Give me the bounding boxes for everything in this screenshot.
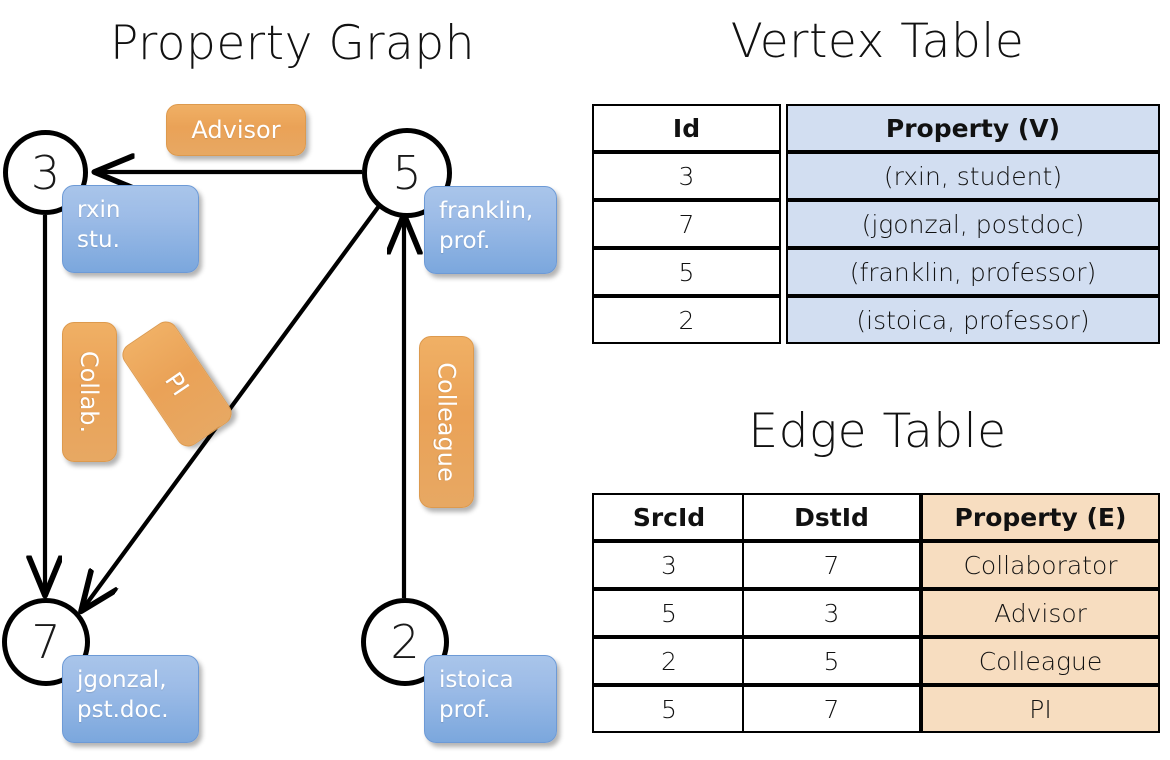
- vertex-property-box-3: rxin stu.: [62, 185, 199, 273]
- vertex-row-1-property: (jgonzal, postdoc): [786, 200, 1160, 248]
- vertex-property-box-7: jgonzal, pst.doc.: [62, 655, 199, 743]
- property-graph-diagram: 3 5 7 2 rxin stu. franklin, prof. jgonza…: [2, 104, 557, 743]
- vertex-table-header-property: Property (V): [786, 104, 1160, 152]
- edge-table-srcid-column: SrcId 3 5 2 5: [592, 493, 746, 733]
- edge-table-dstid-column: DstId 7 3 5 7: [742, 493, 921, 733]
- table-row: Property (V): [786, 104, 1160, 152]
- table-row: DstId: [742, 493, 921, 541]
- table-row: Id: [592, 104, 781, 152]
- edge-table-header-property: Property (E): [921, 493, 1160, 541]
- vertex-table-property-column: Property (V) (rxin, student) (jgonzal, p…: [786, 104, 1160, 344]
- edge-row-3-src: 5: [592, 685, 746, 733]
- vertex-property-3-line1: rxin: [77, 197, 121, 223]
- edge-row-0-dst: 7: [742, 541, 921, 589]
- edge-row-3-property: PI: [921, 685, 1160, 733]
- table-row: 7: [742, 685, 921, 733]
- vertex-table-id-column: Id 3 7 5 2: [592, 104, 781, 344]
- graph-node-7-label: 7: [31, 615, 61, 669]
- vertex-property-5-line2: prof.: [439, 228, 491, 254]
- edge-row-2-src: 2: [592, 637, 746, 685]
- table-row: 3: [592, 152, 781, 200]
- edge-label-advisor-text: Advisor: [191, 116, 281, 144]
- edge-row-2-dst: 5: [742, 637, 921, 685]
- table-row: 7: [742, 541, 921, 589]
- table-row: 5: [592, 685, 746, 733]
- vertex-row-2-id: 5: [592, 248, 781, 296]
- vertex-row-3-id: 2: [592, 296, 781, 344]
- edge-label-colleague: Colleague: [419, 336, 474, 508]
- vertex-row-2-property: (franklin, professor): [786, 248, 1160, 296]
- table-row: (rxin, student): [786, 152, 1160, 200]
- table-row: Advisor: [921, 589, 1160, 637]
- vertex-property-3-line2: stu.: [77, 227, 120, 253]
- vertex-property-2-line1: istoica: [439, 667, 514, 693]
- edge-table-property-column: Property (E) Collaborator Advisor Collea…: [921, 493, 1160, 733]
- vertex-row-0-property: (rxin, student): [786, 152, 1160, 200]
- table-row: (franklin, professor): [786, 248, 1160, 296]
- edge-row-3-dst: 7: [742, 685, 921, 733]
- vertex-row-0-id: 3: [592, 152, 781, 200]
- table-row: 3: [592, 541, 746, 589]
- edge-label-collab: Collab.: [62, 322, 117, 462]
- vertex-property-7-line2: pst.doc.: [77, 697, 169, 723]
- table-row: SrcId: [592, 493, 746, 541]
- graph-node-3-label: 3: [30, 145, 61, 200]
- edge-row-1-property: Advisor: [921, 589, 1160, 637]
- table-row: (jgonzal, postdoc): [786, 200, 1160, 248]
- table-row: Collaborator: [921, 541, 1160, 589]
- table-row: Property (E): [921, 493, 1160, 541]
- edge-table-header-dstid: DstId: [742, 493, 921, 541]
- edge-row-0-property: Collaborator: [921, 541, 1160, 589]
- table-row: 3: [742, 589, 921, 637]
- table-row: 5: [592, 589, 746, 637]
- table-row: 2: [592, 296, 781, 344]
- vertex-row-1-id: 7: [592, 200, 781, 248]
- edge-label-collab-text: Collab.: [75, 350, 104, 434]
- edge-row-2-property: Colleague: [921, 637, 1160, 685]
- vertex-property-5-line1: franklin,: [439, 198, 534, 224]
- vertex-property-box-2: istoica prof.: [424, 655, 557, 743]
- edge-row-1-dst: 3: [742, 589, 921, 637]
- table-row: (istoica, professor): [786, 296, 1160, 344]
- edge-label-advisor: Advisor: [166, 104, 306, 156]
- edge-label-colleague-text: Colleague: [432, 362, 461, 482]
- vertex-property-box-5: franklin, prof.: [424, 186, 557, 274]
- vertex-row-3-property: (istoica, professor): [786, 296, 1160, 344]
- vertex-property-2-line2: prof.: [439, 697, 491, 723]
- edge-label-pi-text: PI: [159, 367, 195, 401]
- table-row: 5: [592, 248, 781, 296]
- graph-node-2-label: 2: [390, 615, 420, 669]
- edge-row-1-src: 5: [592, 589, 746, 637]
- table-row: Colleague: [921, 637, 1160, 685]
- graph-node-2[interactable]: 2: [361, 598, 449, 686]
- table-row: 2: [592, 637, 746, 685]
- table-row: 5: [742, 637, 921, 685]
- edge-table-header-srcid: SrcId: [592, 493, 746, 541]
- table-row: PI: [921, 685, 1160, 733]
- vertex-property-7-line1: jgonzal,: [77, 667, 167, 693]
- page-title-edge-table: Edge Table: [748, 404, 1007, 459]
- edge-row-0-src: 3: [592, 541, 746, 589]
- table-row: 7: [592, 200, 781, 248]
- vertex-table-header-id: Id: [592, 104, 781, 152]
- graph-node-5-label: 5: [392, 146, 422, 200]
- page-title-property-graph: Property Graph: [110, 16, 475, 71]
- page-title-vertex-table: Vertex Table: [730, 14, 1025, 69]
